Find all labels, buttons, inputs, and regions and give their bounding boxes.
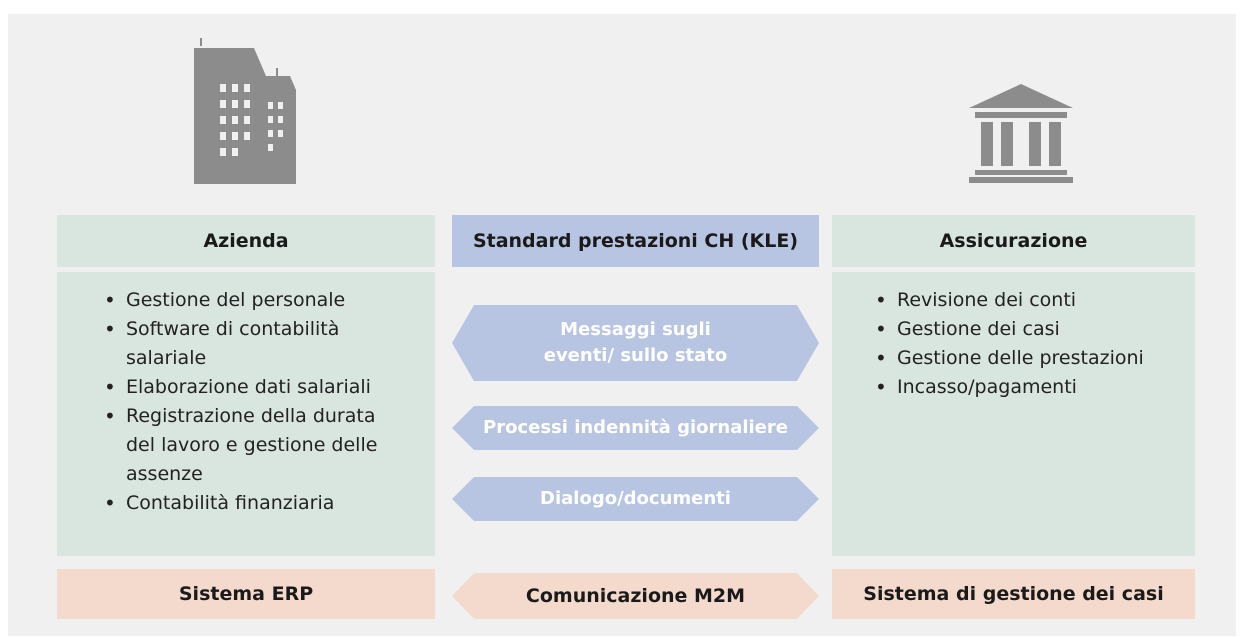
insurance-functions: Revisione dei conti Gestione dei casi Ge… [832,272,1195,556]
case-management-system-box: Sistema di gestione dei casi [832,569,1195,619]
daily-allowance-arrow: Processi indennità giornaliere [452,406,819,450]
list-item: Registrazione della durata del lavoro e … [101,402,395,489]
company-header-label: Azienda [203,230,289,252]
list-item: Software di contabilità salariale [101,315,395,373]
insurance-header: Assicurazione [832,215,1195,267]
standard-header: Standard prestazioni CH (KLE) [452,215,819,267]
institution-building-icon [969,84,1073,183]
event-messages-label: Messaggi sugli eventi/ sullo stato [543,319,728,366]
m2m-communication-arrow: Comunicazione M2M [452,573,819,619]
list-item: Gestione del personale [101,286,395,315]
list-item: Incasso/pagamenti [872,373,1185,402]
dialogue-documents-label: Dialogo/documenti [540,488,731,509]
erp-system-label: Sistema ERP [178,583,314,605]
event-messages-arrow: Messaggi sugli eventi/ sullo stato [452,305,819,381]
office-building-icon [194,38,296,184]
daily-allowance-label: Processi indennità giornaliere [483,417,788,438]
erp-system-box: Sistema ERP [57,569,435,619]
standard-header-label: Standard prestazioni CH (KLE) [472,230,799,252]
list-item: Gestione dei casi [872,315,1185,344]
list-item: Contabilità finanziaria [101,489,395,518]
company-functions: Gestione del personale Software di conta… [57,272,435,556]
list-item: Revisione dei conti [872,286,1185,315]
company-header: Azienda [57,215,435,267]
case-management-system-label: Sistema di gestione dei casi [863,583,1164,605]
dialogue-documents-arrow: Dialogo/documenti [452,477,819,521]
list-item: Elaborazione dati salariali [101,373,395,402]
list-item: Gestione delle prestazioni [872,344,1185,373]
m2m-communication-label: Comunicazione M2M [525,585,746,607]
insurance-header-label: Assicurazione [939,230,1088,252]
